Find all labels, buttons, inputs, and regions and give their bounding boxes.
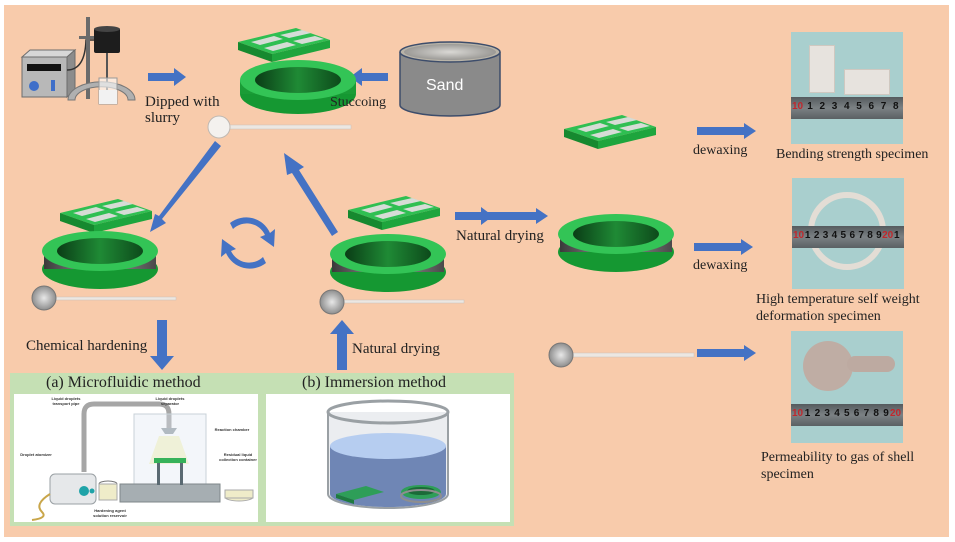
ruler-tick-label: 8 xyxy=(873,408,879,419)
ruler-tick-label: 3 xyxy=(831,101,838,112)
ruler-tick-label: 2 xyxy=(819,101,826,112)
ruler-tick-label: 1 xyxy=(894,230,900,241)
label-atomizer: Droplet atomizer xyxy=(20,452,52,457)
ruler-tick-label: 7 xyxy=(880,101,887,112)
dewaxing-label-1: dewaxing xyxy=(693,143,748,158)
arrow-dewax-deformation xyxy=(694,239,753,255)
label-reservoir: Hardening agent solution reservoir xyxy=(93,508,127,518)
microfluidic-method-panel: (a) Microfluidic method Liquid droplets … xyxy=(10,373,262,526)
ruler-tick-label: 5 xyxy=(856,101,862,112)
ruler-tick-label: 7 xyxy=(858,230,864,241)
dried-plate-icon xyxy=(564,115,656,149)
cycle-arrows-icon xyxy=(221,217,275,269)
coated-ring-middle-icon xyxy=(330,234,446,292)
ruler-tick-label: 1 xyxy=(804,408,811,419)
dried-rod-icon xyxy=(548,342,695,368)
permeability-specimen-label: Permeability to gas of shell specimen xyxy=(761,450,915,482)
microfluidic-illustration: Liquid droplets transport pipe Liquid dr… xyxy=(14,394,258,522)
ruler-tick-label: 4 xyxy=(844,101,850,112)
coated-plate-middle-icon xyxy=(348,196,440,230)
ruler-tick-label: 8 xyxy=(893,101,899,112)
label-transport-pipe: Liquid droplets transport pipe xyxy=(51,396,81,406)
sand-label: Sand xyxy=(426,77,464,94)
ruler-tick-label: 3 xyxy=(824,408,830,419)
ruler-tick-label: 7 xyxy=(863,408,870,419)
deformation-specimen-label: High temperature self weight deformation… xyxy=(756,292,920,324)
arrow-to-dipping xyxy=(148,68,186,86)
label-residual-container: Residual liquid collection container xyxy=(219,452,257,462)
shell-bulb xyxy=(803,341,853,391)
ruler-tick-label: 1 xyxy=(807,101,813,112)
natural-drying-up-label: Natural drying xyxy=(352,341,440,357)
dewaxing-label-2: dewaxing xyxy=(693,258,748,273)
bending-specimen-label: Bending strength specimen xyxy=(776,147,929,162)
ruler-tick-label: 6 xyxy=(853,408,860,419)
dipped-with-slurry-label: Dipped with slurry xyxy=(145,94,220,126)
ruler-tick-label: 10 xyxy=(793,230,805,241)
ruler-tick-label: 20 xyxy=(882,230,894,241)
arrow-down-hardening xyxy=(150,320,174,370)
bending-bar-vertical xyxy=(809,45,835,93)
wax-pattern-rod-icon xyxy=(207,115,352,139)
immersion-illustration xyxy=(266,394,510,522)
shell-neck xyxy=(847,356,895,372)
natural-drying-right-label: Natural drying xyxy=(456,228,544,244)
ruler-tick-label: 20 xyxy=(890,408,902,419)
arrow-up-drying xyxy=(330,320,354,370)
chemical-hardening-label: Chemical hardening xyxy=(26,338,148,354)
ruler-tick-label: 1 xyxy=(804,230,811,241)
ruler-tick-label: 2 xyxy=(813,230,820,241)
ruler-tick-label: 4 xyxy=(834,408,840,419)
arrow-dewax-bending xyxy=(697,123,756,139)
ruler-tick-label: 5 xyxy=(840,230,847,241)
microfluidic-apparatus-icon xyxy=(31,401,254,521)
arrow-to-hardening xyxy=(150,141,221,232)
ruler-tick-label: 9 xyxy=(883,408,889,419)
arrow-back-to-dip xyxy=(284,153,338,236)
immersion-method-panel: (b) Immersion method xyxy=(262,373,514,526)
ruler-tick-label: 4 xyxy=(831,230,838,241)
ruler-tick-label: 6 xyxy=(868,101,875,112)
immersion-beaker-icon xyxy=(326,399,450,509)
label-reaction-chamber: Reaction chamber xyxy=(214,427,250,432)
coated-ring-left-icon xyxy=(42,231,158,289)
ruler-tick-label: 3 xyxy=(822,230,829,241)
ruler-tick-label: 5 xyxy=(844,408,850,419)
coated-plate-left-icon xyxy=(60,199,152,233)
immersion-title: (b) Immersion method xyxy=(302,374,446,391)
ruler-tick-label: 9 xyxy=(876,230,882,241)
mixer-stirrer-icon xyxy=(20,17,136,105)
ruler-tick-label: 8 xyxy=(867,230,873,241)
label-separator: Liquid droplets separator xyxy=(155,396,185,406)
arrow-natural-drying-long xyxy=(455,208,548,224)
bending-bar-horizontal xyxy=(844,69,890,95)
dried-ring-icon xyxy=(558,214,674,272)
arrow-to-permeability xyxy=(697,345,756,361)
sand-bucket-icon xyxy=(399,41,501,117)
microfluidic-title: (a) Microfluidic method xyxy=(46,374,201,391)
coated-rod-middle-icon xyxy=(319,289,465,315)
wax-plate-mold-icon xyxy=(238,28,330,62)
coated-rod-left-icon xyxy=(31,285,177,311)
ruler-tick-label: 2 xyxy=(814,408,821,419)
ruler-tick-label: 6 xyxy=(849,230,856,241)
stuccoing-label: Stuccoing xyxy=(330,95,386,110)
ruler-tick-label: 10 xyxy=(792,408,804,419)
ruler-tick-label: 10 xyxy=(792,101,804,112)
